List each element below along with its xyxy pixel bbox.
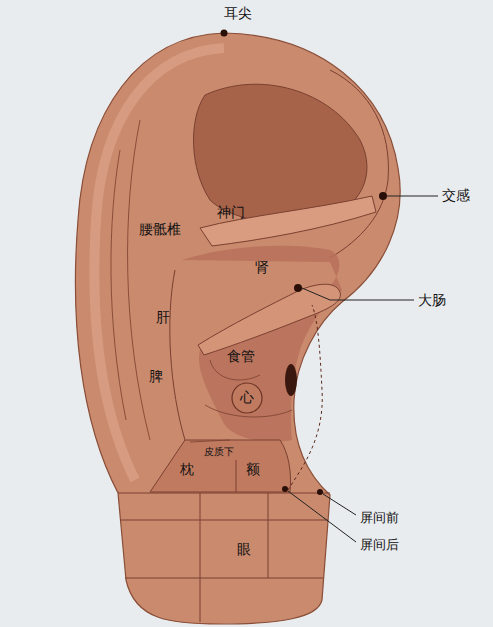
region-label: 枕 (180, 462, 194, 477)
region-label: 脾 (149, 369, 163, 384)
region-label: 皮质下 (204, 446, 234, 457)
region-label: 屏间后 (360, 538, 399, 552)
node-text: 心 (240, 389, 254, 407)
region-label: 交感 (442, 188, 470, 203)
region-label: 肝 (156, 310, 170, 325)
region-label: 眼 (237, 542, 251, 557)
region-label: 腰骶椎 (139, 222, 181, 237)
region-label: 食管 (227, 349, 255, 364)
region-label: 神门 (217, 205, 245, 220)
region-label: 大肠 (418, 293, 446, 308)
heart-circle: 心 (231, 382, 263, 414)
region-label: 额 (246, 462, 260, 477)
region-label: 屏间前 (360, 511, 399, 525)
region-label: 肾 (255, 260, 269, 275)
region-label: 耳尖 (224, 6, 252, 21)
